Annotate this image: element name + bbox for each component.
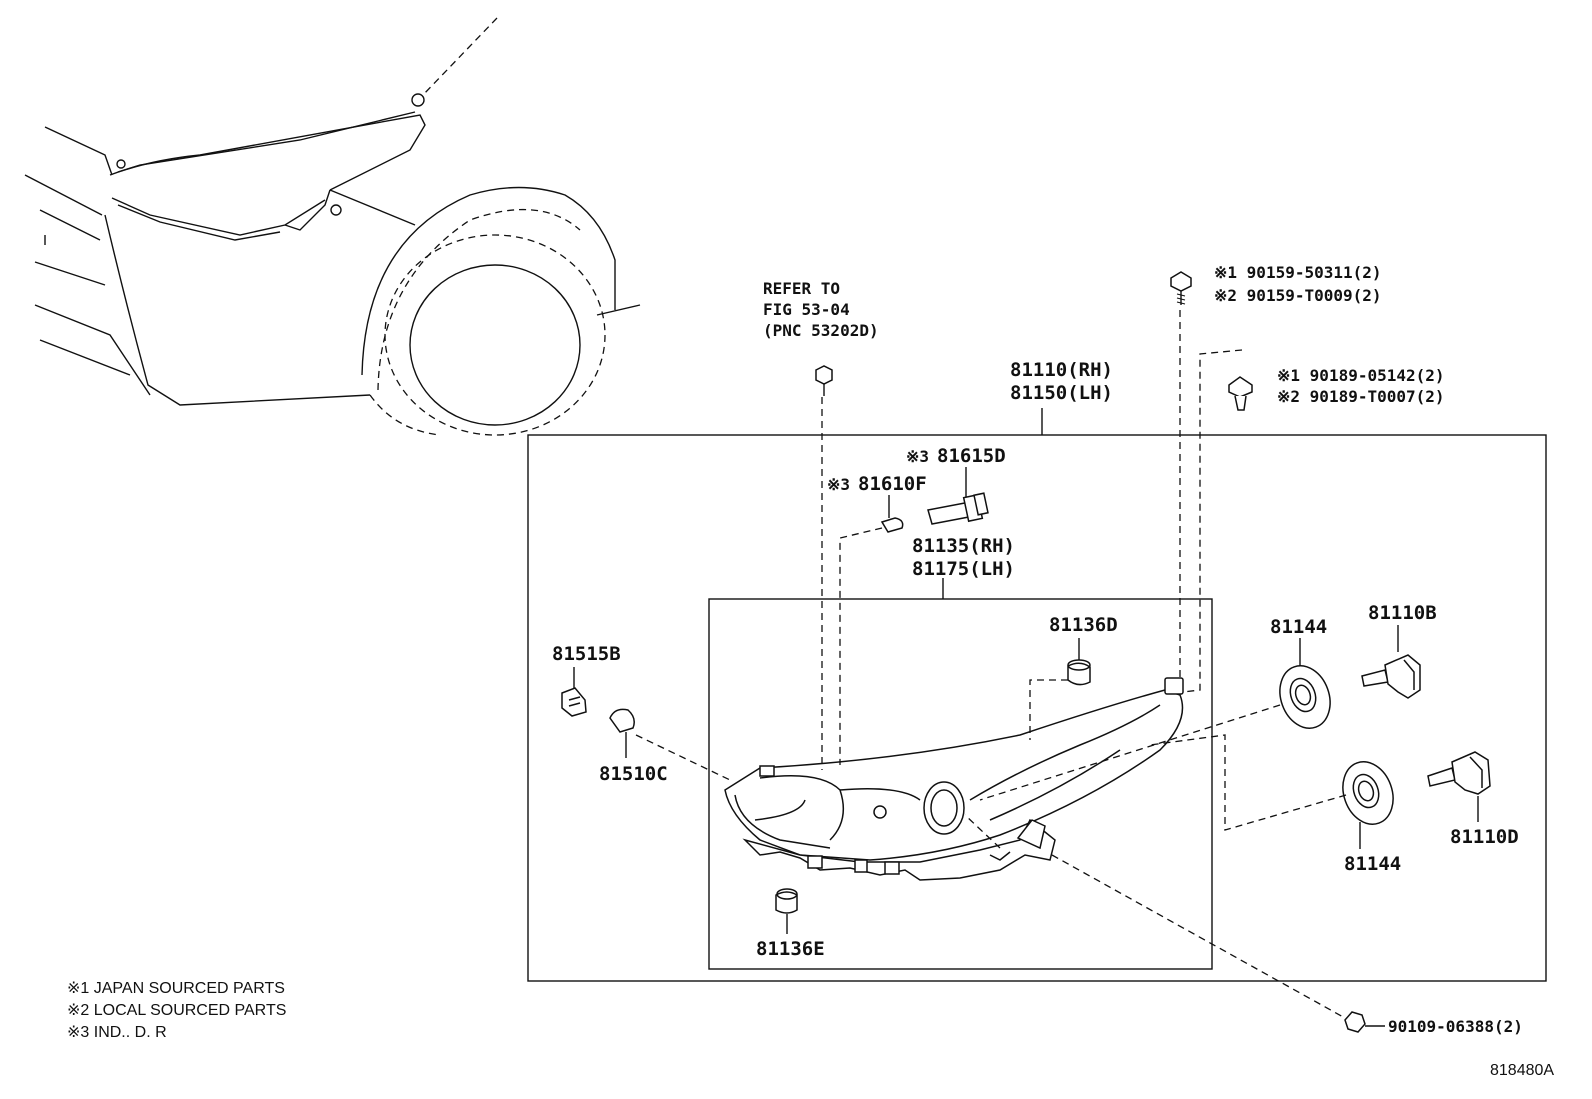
label-81136e: 81136E [756,938,825,960]
label-81515b: 81515B [552,643,621,665]
label-81110-rh: 81110(RH) [1010,359,1113,381]
assembly-outer-frame [527,434,1547,982]
label-81135-rh: 81135(RH) [912,535,1015,557]
part-labels: REFER TO FIG 53-04 (PNC 53202D) 81110(RH… [552,263,1523,1036]
legend: ※1 JAPAN SOURCED PARTS ※2 LOCAL SOURCED … [67,980,286,1041]
label-81150-lh: 81150(LH) [1010,382,1113,404]
bulb-81110d [1427,751,1491,822]
cap-81136d [1067,638,1091,686]
figure-id: 818480A [1490,1062,1554,1079]
socket-81515b [561,667,587,717]
headlamp-unit-drawing [724,677,1184,881]
bulb-socket-81615d [927,467,989,525]
screw-90159 [1170,271,1192,305]
bulb-81110b [1361,625,1421,699]
label-81610f-mark: ※3 [827,475,850,494]
label-81144-upper: 81144 [1270,616,1327,638]
refer-note-line2: FIG 53-04 [763,300,850,319]
legend-note-2: ※2 LOCAL SOURCED PARTS [67,1002,286,1019]
assembly-inner-frame [708,598,1213,970]
cover-81144-lower [1342,761,1394,849]
cap-81136e [775,888,798,934]
refer-note-line3: (PNC 53202D) [763,321,879,340]
label-81615d-mark: ※3 [906,447,929,466]
label-81110b: 81110B [1368,602,1437,624]
bolt-53202d [815,365,833,396]
bulb-81510c [609,708,635,758]
vehicle-front-illustration [24,17,641,436]
dashed-leader-lines [635,310,1347,1019]
label-81510c: 81510C [599,763,668,785]
label-81615d: 81615D [937,445,1006,467]
bolt-90109 [1344,1011,1385,1033]
label-81175-lh: 81175(LH) [912,558,1015,580]
label-81610f: 81610F [858,473,927,495]
legend-note-1: ※1 JAPAN SOURCED PARTS [67,980,285,997]
label-bolt-90109: 90109-06388(2) [1388,1017,1523,1036]
clip-90189 [1228,376,1253,411]
label-81144-lower: 81144 [1344,853,1401,875]
label-screw-local: ※2 90159-T0009(2) [1214,286,1382,305]
cover-81144-upper [1279,638,1331,729]
refer-note-line1: REFER TO [763,279,840,298]
label-screw-japan: ※1 90159-50311(2) [1214,263,1382,282]
label-81110d: 81110D [1450,826,1519,848]
legend-note-3: ※3 IND.. D. R [67,1024,167,1041]
label-81136d: 81136D [1049,614,1118,636]
label-clip-japan: ※1 90189-05142(2) [1277,366,1445,385]
bulb-81610f [880,495,904,533]
label-clip-local: ※2 90189-T0007(2) [1277,387,1445,406]
